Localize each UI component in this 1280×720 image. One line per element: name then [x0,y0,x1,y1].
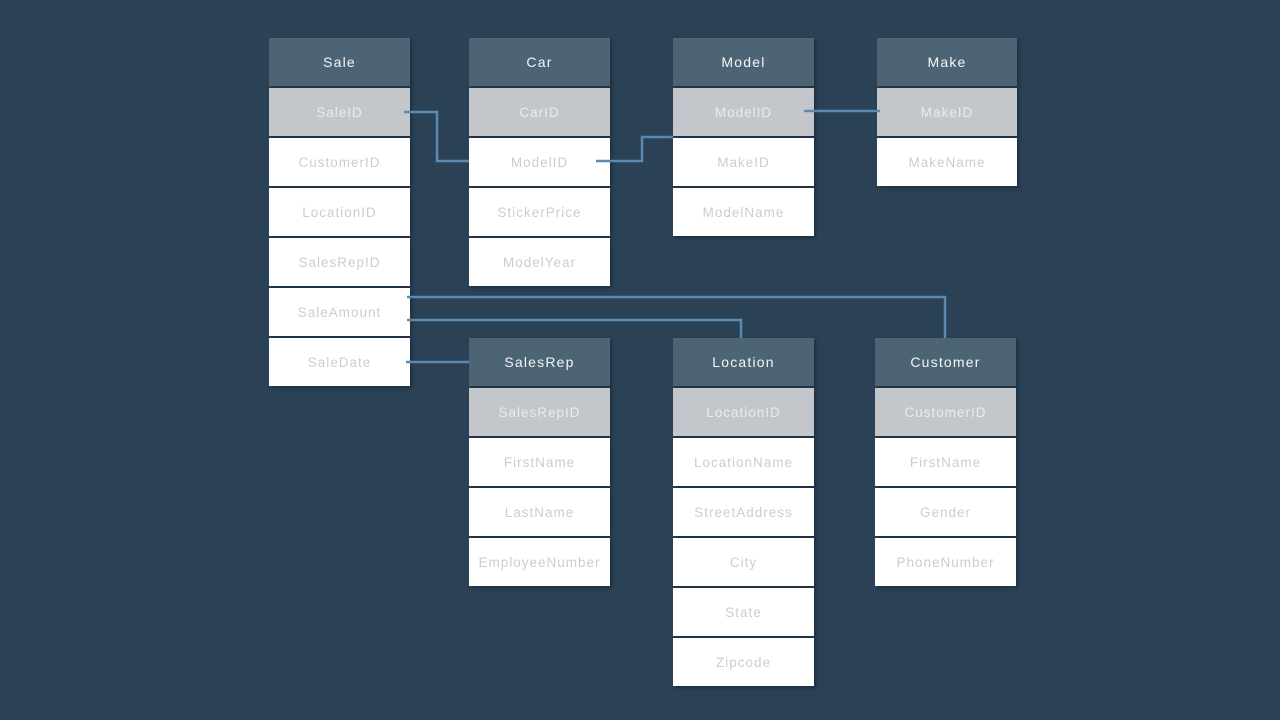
table-customer-header: Customer [875,338,1016,386]
table-car-field-modelyear: ModelYear [469,238,610,286]
table-location-field-streetaddress: StreetAddress [673,488,814,536]
table-salesrep-header: SalesRep [469,338,610,386]
table-location-field-zipcode: Zipcode [673,638,814,686]
table-location-header: Location [673,338,814,386]
table-car-field-carid: CarID [469,88,610,136]
table-model-field-makeid: MakeID [673,138,814,186]
relationship-sale-to-customer [407,295,947,338]
table-sale-field-customerid: CustomerID [269,138,410,186]
table-sale-field-locationid: LocationID [269,188,410,236]
table-customer-field-phonenumber: PhoneNumber [875,538,1016,586]
table-sale-field-saleamount: SaleAmount [269,288,410,336]
table-model-field-modelname: ModelName [673,188,814,236]
table-location-field-city: City [673,538,814,586]
table-sale-field-saleid: SaleID [269,88,410,136]
table-make-field-makeid: MakeID [877,88,1017,136]
table-model-header: Model [673,38,814,86]
table-location-field-locationname: LocationName [673,438,814,486]
table-car-field-modelid: ModelID [469,138,610,186]
table-sale-field-salesrepid: SalesRepID [269,238,410,286]
table-location-field-state: State [673,588,814,636]
relationship-sale-to-location [407,318,743,338]
table-location-field-locationid: LocationID [673,388,814,436]
relationship-sale-saleid-to-car-modelid [404,110,469,163]
table-make-header: Make [877,38,1017,86]
table-sale-field-saledate: SaleDate [269,338,410,386]
table-sale-header: Sale [269,38,410,86]
table-customer-field-customerid: CustomerID [875,388,1016,436]
table-make-field-makename: MakeName [877,138,1017,186]
table-car-field-stickerprice: StickerPrice [469,188,610,236]
table-car-header: Car [469,38,610,86]
table-model-field-modelid: ModelID [673,88,814,136]
table-customer-field-gender: Gender [875,488,1016,536]
table-salesrep-field-lastname: LastName [469,488,610,536]
table-salesrep-field-salesrepid: SalesRepID [469,388,610,436]
table-customer-field-firstname: FirstName [875,438,1016,486]
table-salesrep-field-firstname: FirstName [469,438,610,486]
table-salesrep-field-employeenumber: EmployeeNumber [469,538,610,586]
